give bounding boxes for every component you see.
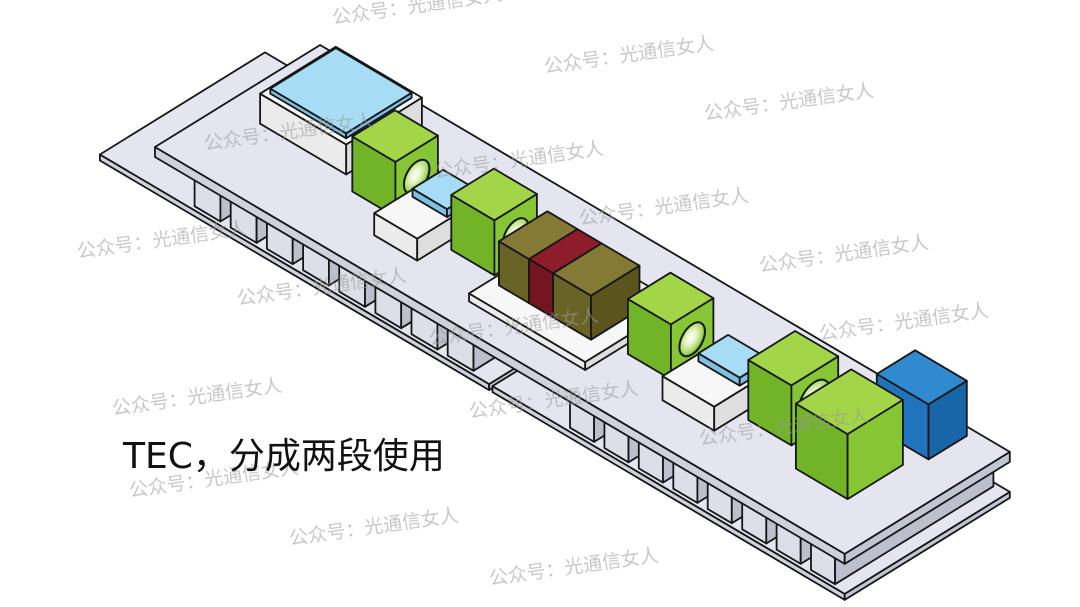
blue-cube-top-face: [875, 349, 968, 406]
watermark-text: 公众号：光通信女人: [703, 79, 875, 125]
watermark-text: 公众号：光通信女人: [76, 217, 248, 263]
large-component-window: [269, 47, 413, 140]
watermark-text: 公众号：光通信女人: [758, 231, 930, 277]
watermark-text: 公众号：光通信女人: [288, 504, 460, 550]
olive-block-2-top-face: [552, 242, 641, 297]
watermark-text: 公众号：光通信女人: [818, 299, 990, 345]
watermark-text: 公众号：光通信女人: [111, 374, 283, 420]
lens-3: [679, 316, 705, 362]
watermark-text: 公众号：光通信女人: [578, 184, 750, 230]
lens-holder-1-top-face: [351, 109, 439, 163]
large-component-window-top-face: [269, 47, 413, 135]
green-cube: [795, 368, 904, 501]
caption-text: TEC，分成两段使用: [122, 436, 445, 477]
watermark-text: 公众号：光通信女人: [543, 32, 715, 78]
lens-holder-3: [627, 271, 715, 381]
lens-holder-1: [351, 109, 439, 218]
tec-assembly: [99, 44, 1011, 601]
lens-holder-4-top-face: [747, 330, 840, 387]
olive-block-2: [552, 242, 641, 341]
watermark-text: 公众号：光通信女人: [488, 544, 660, 590]
lens-holder-3-top-face: [627, 271, 715, 326]
green-cube-top-face: [795, 368, 904, 436]
watermark-text: 公众号：光通信女人: [331, 0, 503, 29]
lens-holder-2-top-face: [450, 167, 538, 222]
